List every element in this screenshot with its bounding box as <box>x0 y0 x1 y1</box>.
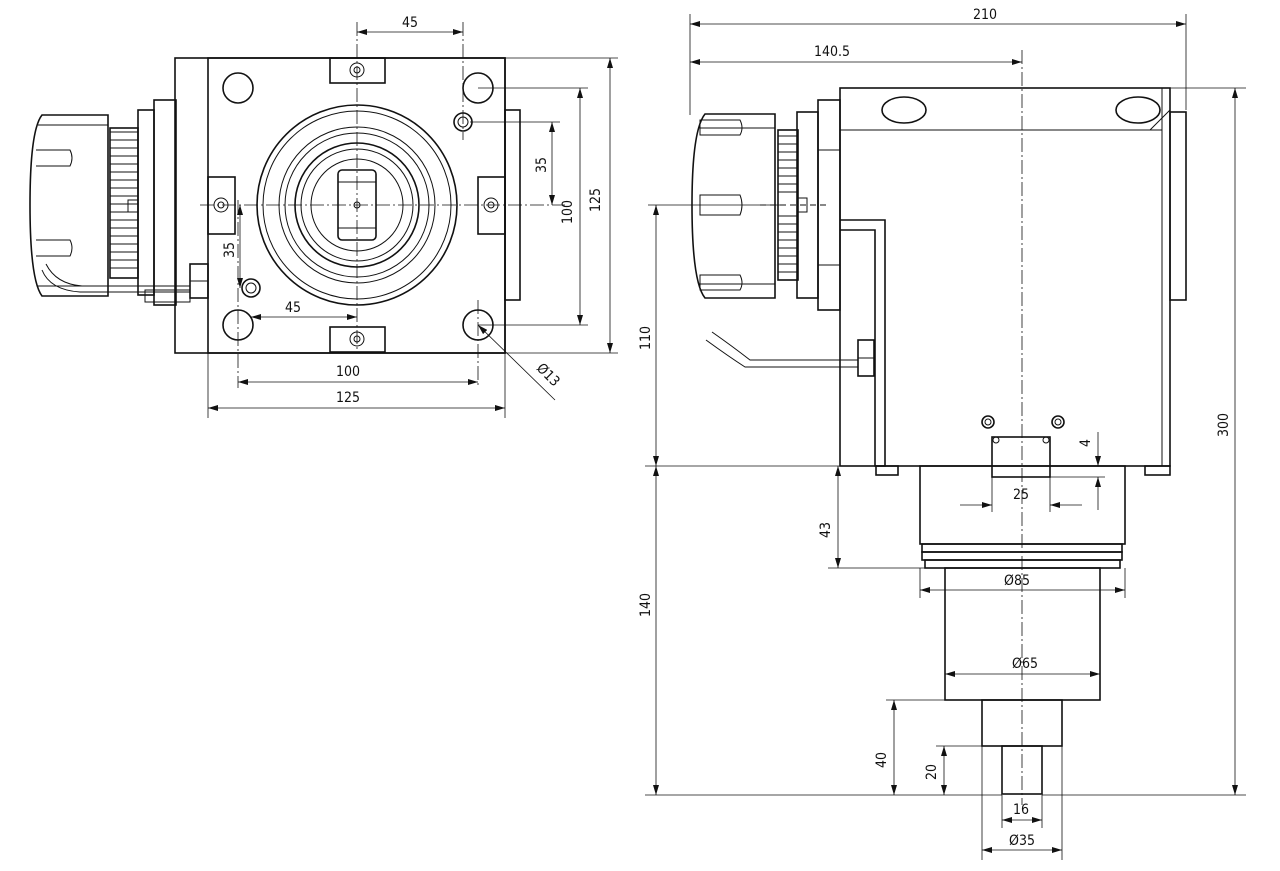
front-view: 45 35 100 125 35 45 100 <box>29 15 618 418</box>
dim-front-45-top: 45 <box>402 15 418 31</box>
front-flange-plate <box>207 57 506 354</box>
dim-side-300: 300 <box>1216 413 1232 437</box>
dim-side-16: 16 <box>1013 802 1029 818</box>
dim-side-110: 110 <box>638 326 654 350</box>
dim-side-4: 4 <box>1078 439 1094 447</box>
dim-side-20: 20 <box>924 764 940 780</box>
dim-front-100-vert: 100 <box>560 200 576 224</box>
front-dimensions: 45 35 100 125 35 45 100 <box>207 15 618 418</box>
dim-side-diameter-85: Ø85 <box>1004 573 1030 589</box>
side-view: 210 140.5 110 300 4 25 <box>638 7 1246 860</box>
dim-side-diameter-65: Ø65 <box>1012 656 1038 672</box>
front-body-outline <box>174 57 506 354</box>
dim-front-100-horiz: 100 <box>336 364 360 380</box>
dim-side-25: 25 <box>1013 487 1029 503</box>
front-collet-assembly <box>29 99 209 306</box>
dim-front-125-vert: 125 <box>588 188 604 212</box>
dim-front-45-bottom: 45 <box>285 300 301 316</box>
side-head-body <box>839 87 1171 467</box>
side-dimensions: 210 140.5 110 300 4 25 <box>638 7 1246 860</box>
dim-side-210: 210 <box>973 7 997 23</box>
dim-front-35-vert: 35 <box>534 157 550 173</box>
dim-front-125-horiz: 125 <box>336 390 360 406</box>
dim-side-40: 40 <box>874 752 890 768</box>
dim-side-diameter-35: Ø35 <box>1009 833 1035 849</box>
dim-side-140: 140 <box>638 593 654 617</box>
dim-side-140-5: 140.5 <box>814 44 850 60</box>
dim-front-hole-diameter: Ø13 <box>533 360 563 390</box>
dim-front-35-left: 35 <box>222 242 238 258</box>
dim-side-43: 43 <box>818 522 834 538</box>
